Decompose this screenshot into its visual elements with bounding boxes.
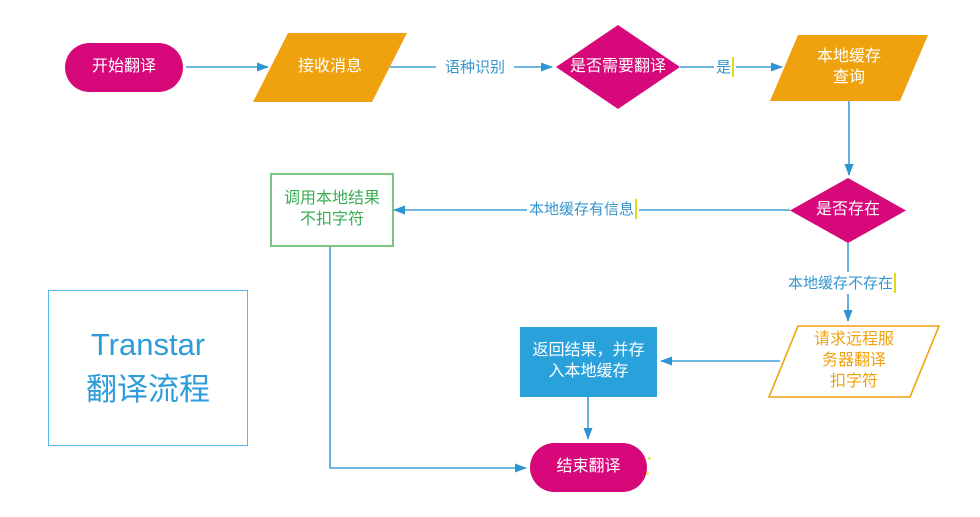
edge-label-cache-not-exists[interactable]: 本地缓存不存在 (786, 272, 899, 294)
text-caret (635, 199, 638, 219)
edge-label-language-detect[interactable]: 语种识别 (436, 57, 514, 78)
node-return-and-cache-result[interactable]: 返回结果，并存 入本地缓存 (520, 327, 657, 397)
node-label: 开始翻译 (91, 58, 156, 76)
edge-label-text: 本地缓存不存在 (788, 274, 894, 292)
text-caret (894, 273, 897, 293)
node-use-local-result[interactable]: 调用本地结果 不扣字符 (270, 173, 394, 247)
node-remote-server-request[interactable]: 请求远程服 务器翻译 扣字符 (768, 325, 940, 398)
node-local-cache-query[interactable]: 本地缓存 查询 (770, 35, 928, 101)
edge-label-text: 本地缓存有信息 (529, 200, 635, 218)
node-label: 结束翻译 (556, 458, 621, 476)
node-label: 接收消息 (297, 58, 362, 76)
parallelogram-outline-shape (768, 325, 940, 398)
edge-label-text: 是 (716, 58, 732, 76)
edge-label-text: 语种识别 (444, 59, 505, 76)
edge-uselocal-to-end[interactable] (329, 243, 527, 473)
node-label: 本地缓存 查询 (816, 48, 881, 86)
title-box[interactable]: Transtar 翻译流程 (48, 290, 248, 446)
parallelogram-shape (770, 35, 928, 101)
node-label: 请求远程服 务器翻译 扣字符 (813, 331, 894, 390)
selection-handle-dot (648, 457, 651, 460)
diagram-title: Transtar 翻译流程 (86, 327, 210, 407)
parallelogram-shape (253, 33, 407, 102)
text-caret (732, 57, 735, 77)
node-label: 是否需要翻译 (569, 57, 666, 75)
node-label: 是否存在 (815, 201, 880, 219)
node-label: 返回结果，并存 入本地缓存 (532, 342, 645, 380)
edge-label-yes[interactable]: 是 (714, 56, 737, 78)
node-receive-message[interactable]: 接收消息 (253, 33, 407, 102)
edge-label-cache-has-info[interactable]: 本地缓存有信息 (527, 198, 640, 220)
node-start-translation[interactable]: 开始翻译 (65, 43, 183, 92)
selection-handle-dot (646, 472, 649, 475)
node-label: 调用本地结果 不扣字符 (283, 190, 380, 228)
node-end-translation[interactable]: 结束翻译 (530, 443, 647, 492)
